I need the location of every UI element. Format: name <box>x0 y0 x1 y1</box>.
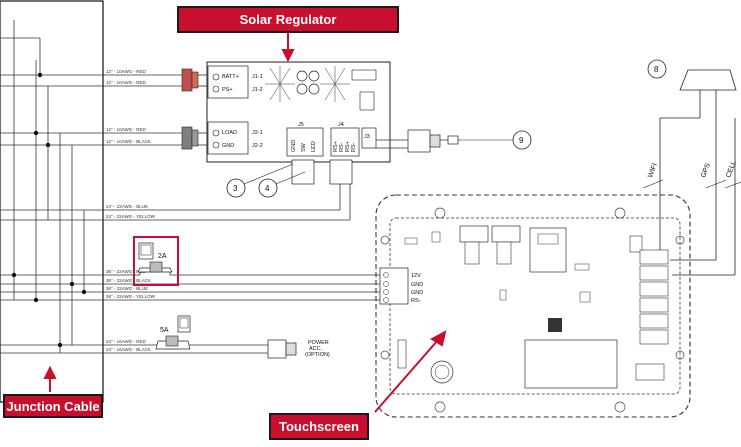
wire-label-12: 24" - 16AWG - BLACK <box>106 347 151 352</box>
board-label-gnd-2: GND <box>411 290 423 296</box>
wire-label-5: 24" - 22AWG - BLUE <box>106 204 148 209</box>
fuse-2a <box>133 236 179 286</box>
fuse-5a-label: 5A <box>160 327 169 334</box>
gps-label: GPS <box>700 162 712 179</box>
wire-label-8: 36" - 22AWG - BLACK <box>106 278 151 283</box>
power-acc-line-1: POWER <box>308 340 329 346</box>
callout-8: 8 <box>654 65 659 74</box>
callout-3: 3 <box>233 184 238 193</box>
power-acc-plug <box>267 339 297 359</box>
j4-pin-3: RS+ <box>345 141 351 152</box>
board-label-gnd-1: GND <box>411 282 423 288</box>
terminal-j1-2: J1-2 <box>252 87 263 93</box>
wire-label-3: 12" - 10AWG - RED <box>106 127 146 132</box>
junction-cable-callout: Junction Cable <box>3 394 103 418</box>
wifi-label: WIFI <box>647 162 659 178</box>
wire-label-2: 12" - 10AWG - RED <box>106 80 146 85</box>
antenna-module <box>642 69 741 276</box>
callout-4: 4 <box>265 184 270 193</box>
j4-pin-4: RS- <box>351 142 357 152</box>
touchscreen-terminal-block <box>379 267 409 305</box>
fuse-2a-label: 2A <box>158 253 167 260</box>
terminal-j2-1: J2-1 <box>252 130 263 136</box>
board-label-12v: 12V <box>411 273 421 279</box>
wire-label-7: 36" - 22AWG - RED <box>106 269 146 274</box>
terminal-j2-2: J2-2 <box>252 143 263 149</box>
terminal-ps: PS+ <box>222 87 233 93</box>
connector-j3: J3 <box>364 134 370 140</box>
connector-j4: J4 <box>338 122 344 128</box>
terminal-gnd: GND <box>222 143 234 149</box>
junction-cable-box <box>0 0 104 403</box>
board-label-rs: RS- <box>411 298 421 304</box>
j5-pin-3: LED <box>311 141 317 152</box>
wire-label-6: 24" - 22AWG - YELLOW <box>106 214 156 219</box>
wire-label-9: 36" - 22AWG - BLUE <box>106 286 148 291</box>
terminal-load: LOAD <box>222 130 237 136</box>
solar-regulator-board <box>206 61 391 185</box>
wire-label-1: 12" - 10AWG - RED <box>106 69 146 74</box>
cell-label: CELL <box>725 160 738 179</box>
power-acc-line-3: (OPTION) <box>305 352 330 358</box>
touchscreen-wires <box>103 270 380 354</box>
j5-pin-1: GND <box>291 140 297 152</box>
power-acc-line-2: ACC. <box>309 346 323 352</box>
terminal-batt: BATT+ <box>222 74 239 80</box>
wire-label-11: 24" - 16AWG - RED <box>106 339 146 344</box>
callout-arrows <box>43 33 447 413</box>
regulator-wires <box>103 74 351 221</box>
wire-label-10: 36" - 22AWG - YELLOW <box>106 294 156 299</box>
remote-sensor-connector <box>376 129 460 153</box>
battery-connector <box>181 68 199 92</box>
solar-regulator-callout: Solar Regulator <box>177 6 399 33</box>
touchscreen-callout: Touchscreen <box>269 413 369 440</box>
terminal-j1-1: J1-1 <box>252 74 263 80</box>
connector-j5: J5 <box>298 122 304 128</box>
j4-pin-1: RS+ <box>333 141 339 152</box>
j5-pin-2: SW <box>301 142 307 152</box>
touchscreen-board <box>375 194 691 418</box>
fuse-5a <box>155 315 191 350</box>
wire-label-4: 12" - 10AWG - BLACK <box>106 139 151 144</box>
j4-pin-2: RS- <box>339 142 345 152</box>
callout-9: 9 <box>519 136 524 145</box>
load-connector <box>181 126 199 150</box>
